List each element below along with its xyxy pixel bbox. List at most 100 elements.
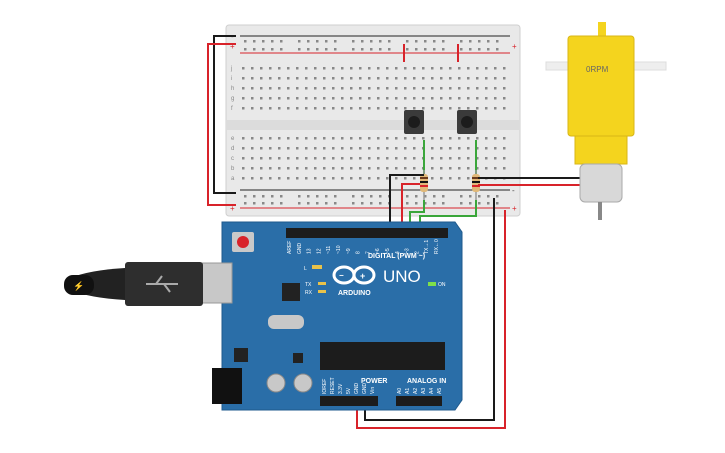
- motor-tab: [598, 22, 606, 42]
- analog-header[interactable]: [396, 396, 442, 406]
- breadboard-hole: [404, 107, 407, 110]
- breadboard-hole: [377, 137, 380, 140]
- rail-hole: [271, 48, 274, 51]
- rail-hole: [442, 202, 445, 205]
- rail-hole: [307, 48, 310, 51]
- breadboard-hole: [323, 137, 326, 140]
- breadboard-hole: [242, 137, 245, 140]
- breadboard-hole: [422, 137, 425, 140]
- breadboard-hole: [278, 67, 281, 70]
- breadboard-hole: [278, 97, 281, 100]
- pin-label: ~6: [375, 248, 381, 254]
- breadboard-hole: [485, 147, 488, 150]
- top-rail-plus-label-right: +: [512, 42, 517, 51]
- breadboard-hole: [485, 137, 488, 140]
- breadboard-hole: [476, 157, 479, 160]
- rail-hole: [262, 202, 265, 205]
- breadboard-hole: [242, 177, 245, 180]
- rail-hole: [253, 48, 256, 51]
- breadboard-hole: [287, 67, 290, 70]
- breadboard-hole: [494, 167, 497, 170]
- breadboard-hole: [269, 177, 272, 180]
- breadboard-hole: [440, 87, 443, 90]
- wire-red-5v[interactable]: [356, 210, 506, 429]
- row-letters-top: j i h g f: [230, 66, 234, 112]
- breadboard-hole: [449, 137, 452, 140]
- breadboard-hole: [314, 137, 317, 140]
- breadboard-hole: [377, 77, 380, 80]
- wire-rail-red-left[interactable]: [207, 43, 236, 206]
- breadboard-hole: [413, 97, 416, 100]
- pin-label: GND: [297, 243, 303, 255]
- pin-label: 7: [365, 251, 371, 254]
- breadboard-hole: [440, 177, 443, 180]
- reset-button[interactable]: [232, 232, 254, 252]
- rail-hole: [433, 40, 436, 43]
- led-l-label: L: [304, 266, 307, 272]
- pin-label: ~5: [385, 248, 391, 254]
- breadboard-hole: [503, 87, 506, 90]
- breadboard-hole: [260, 137, 263, 140]
- rail-hole: [325, 195, 328, 198]
- breadboard-hole: [341, 87, 344, 90]
- digital-header[interactable]: [286, 228, 448, 238]
- breadboard-hole: [449, 67, 452, 70]
- breadboard-hole: [386, 87, 389, 90]
- rail-hole: [388, 40, 391, 43]
- pin-label: A3: [421, 388, 427, 394]
- breadboard-hole: [242, 107, 245, 110]
- led-rx: [318, 290, 326, 293]
- rail-hole: [280, 40, 283, 43]
- rail-hole: [361, 195, 364, 198]
- breadboard-hole: [260, 97, 263, 100]
- rail-hole: [487, 202, 490, 205]
- breadboard-hole: [350, 137, 353, 140]
- breadboard-hole: [476, 67, 479, 70]
- breadboard-center-channel: [226, 120, 520, 130]
- power-header[interactable]: [320, 396, 378, 406]
- pushbutton-right[interactable]: [457, 110, 477, 134]
- breadboard-hole: [368, 157, 371, 160]
- breadboard-hole: [251, 67, 254, 70]
- breadboard-hole: [422, 97, 425, 100]
- svg-text:+: +: [360, 271, 365, 281]
- breadboard-hole: [305, 97, 308, 100]
- breadboard-hole: [269, 67, 272, 70]
- breadboard-hole: [404, 167, 407, 170]
- breadboard-hole: [359, 147, 362, 150]
- breadboard-hole: [458, 157, 461, 160]
- breadboard-hole: [260, 87, 263, 90]
- pushbutton-left[interactable]: [404, 110, 424, 134]
- breadboard-hole: [251, 77, 254, 80]
- breadboard-hole: [260, 107, 263, 110]
- wire-rail-black-left[interactable]: [213, 35, 236, 194]
- wire-black-to-pin6[interactable]: [389, 174, 424, 232]
- breadboard-hole: [485, 77, 488, 80]
- breadboard-hole: [332, 137, 335, 140]
- breadboard-hole: [467, 137, 470, 140]
- resistor-right[interactable]: [472, 170, 480, 200]
- breadboard[interactable]: - + + + + - j i h g f e d c b a: [225, 24, 521, 217]
- motor-output-pin: [598, 202, 602, 220]
- pin-label: GND: [354, 383, 360, 395]
- rail-hole: [316, 40, 319, 43]
- power-jack[interactable]: [212, 368, 242, 404]
- breadboard-hole: [251, 147, 254, 150]
- wire-red-to-pin5[interactable]: [401, 183, 420, 232]
- bottom-rail-plus-label-right: +: [512, 204, 517, 213]
- rail-hole: [271, 202, 274, 205]
- breadboard-hole: [332, 77, 335, 80]
- breadboard-hole: [377, 147, 380, 150]
- usb-cable[interactable]: ⚡: [64, 262, 233, 306]
- rail-hole: [316, 195, 319, 198]
- breadboard-hole: [467, 67, 470, 70]
- breadboard-hole: [359, 167, 362, 170]
- breadboard-hole: [440, 67, 443, 70]
- dc-gear-motor[interactable]: 0RPM: [545, 22, 667, 220]
- breadboard-hole: [278, 177, 281, 180]
- motor-lower: [574, 135, 628, 165]
- breadboard-hole: [503, 107, 506, 110]
